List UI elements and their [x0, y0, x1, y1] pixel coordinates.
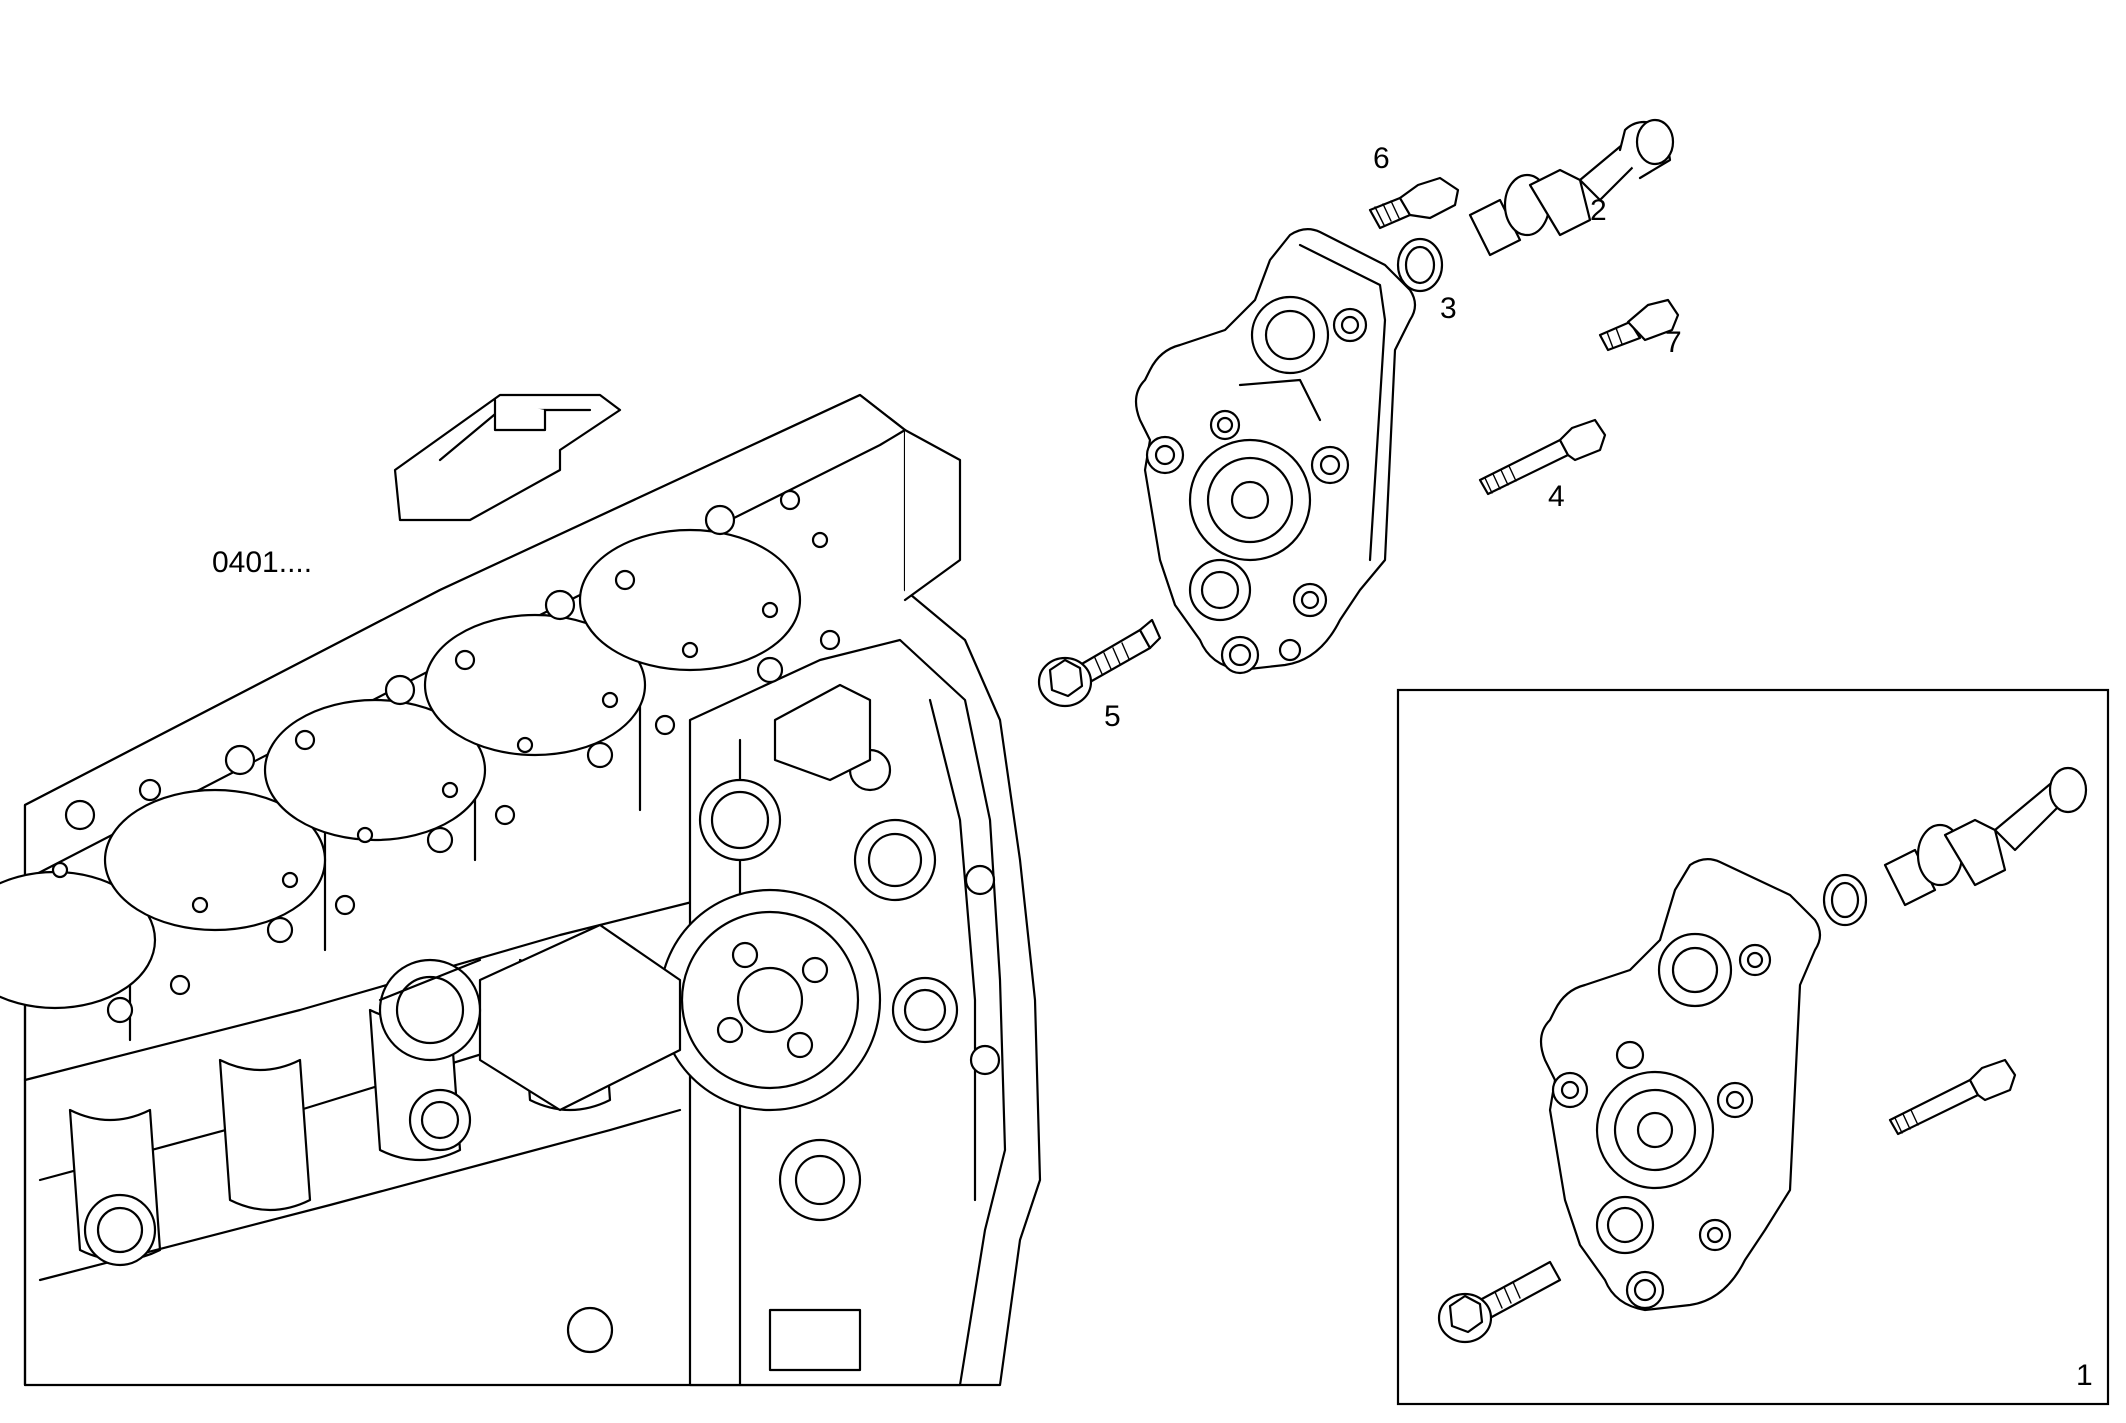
callout-6: 6 — [1373, 142, 1390, 175]
o-ring — [1396, 237, 1444, 293]
inset-callout-1: 1 — [2076, 1359, 2093, 1392]
deck-holes — [51, 489, 841, 1024]
flange-bolt — [1037, 618, 1162, 708]
bolt-small-top — [1368, 176, 1460, 230]
bolt-long — [1478, 418, 1607, 496]
engine-block — [0, 393, 1042, 1387]
cover-housing-exploded — [1134, 228, 1417, 675]
inset-assembly — [1396, 688, 2110, 1406]
callout-5: 5 — [1104, 700, 1121, 733]
callout-2: 2 — [1590, 194, 1607, 227]
bolt-short — [1598, 298, 1680, 352]
callout-4: 4 — [1548, 480, 1565, 513]
callout-7: 7 — [1665, 326, 1682, 359]
pipe-fitting — [1468, 118, 1675, 257]
callout-3: 3 — [1440, 292, 1457, 325]
group-reference-label: 0401.... — [212, 546, 312, 579]
